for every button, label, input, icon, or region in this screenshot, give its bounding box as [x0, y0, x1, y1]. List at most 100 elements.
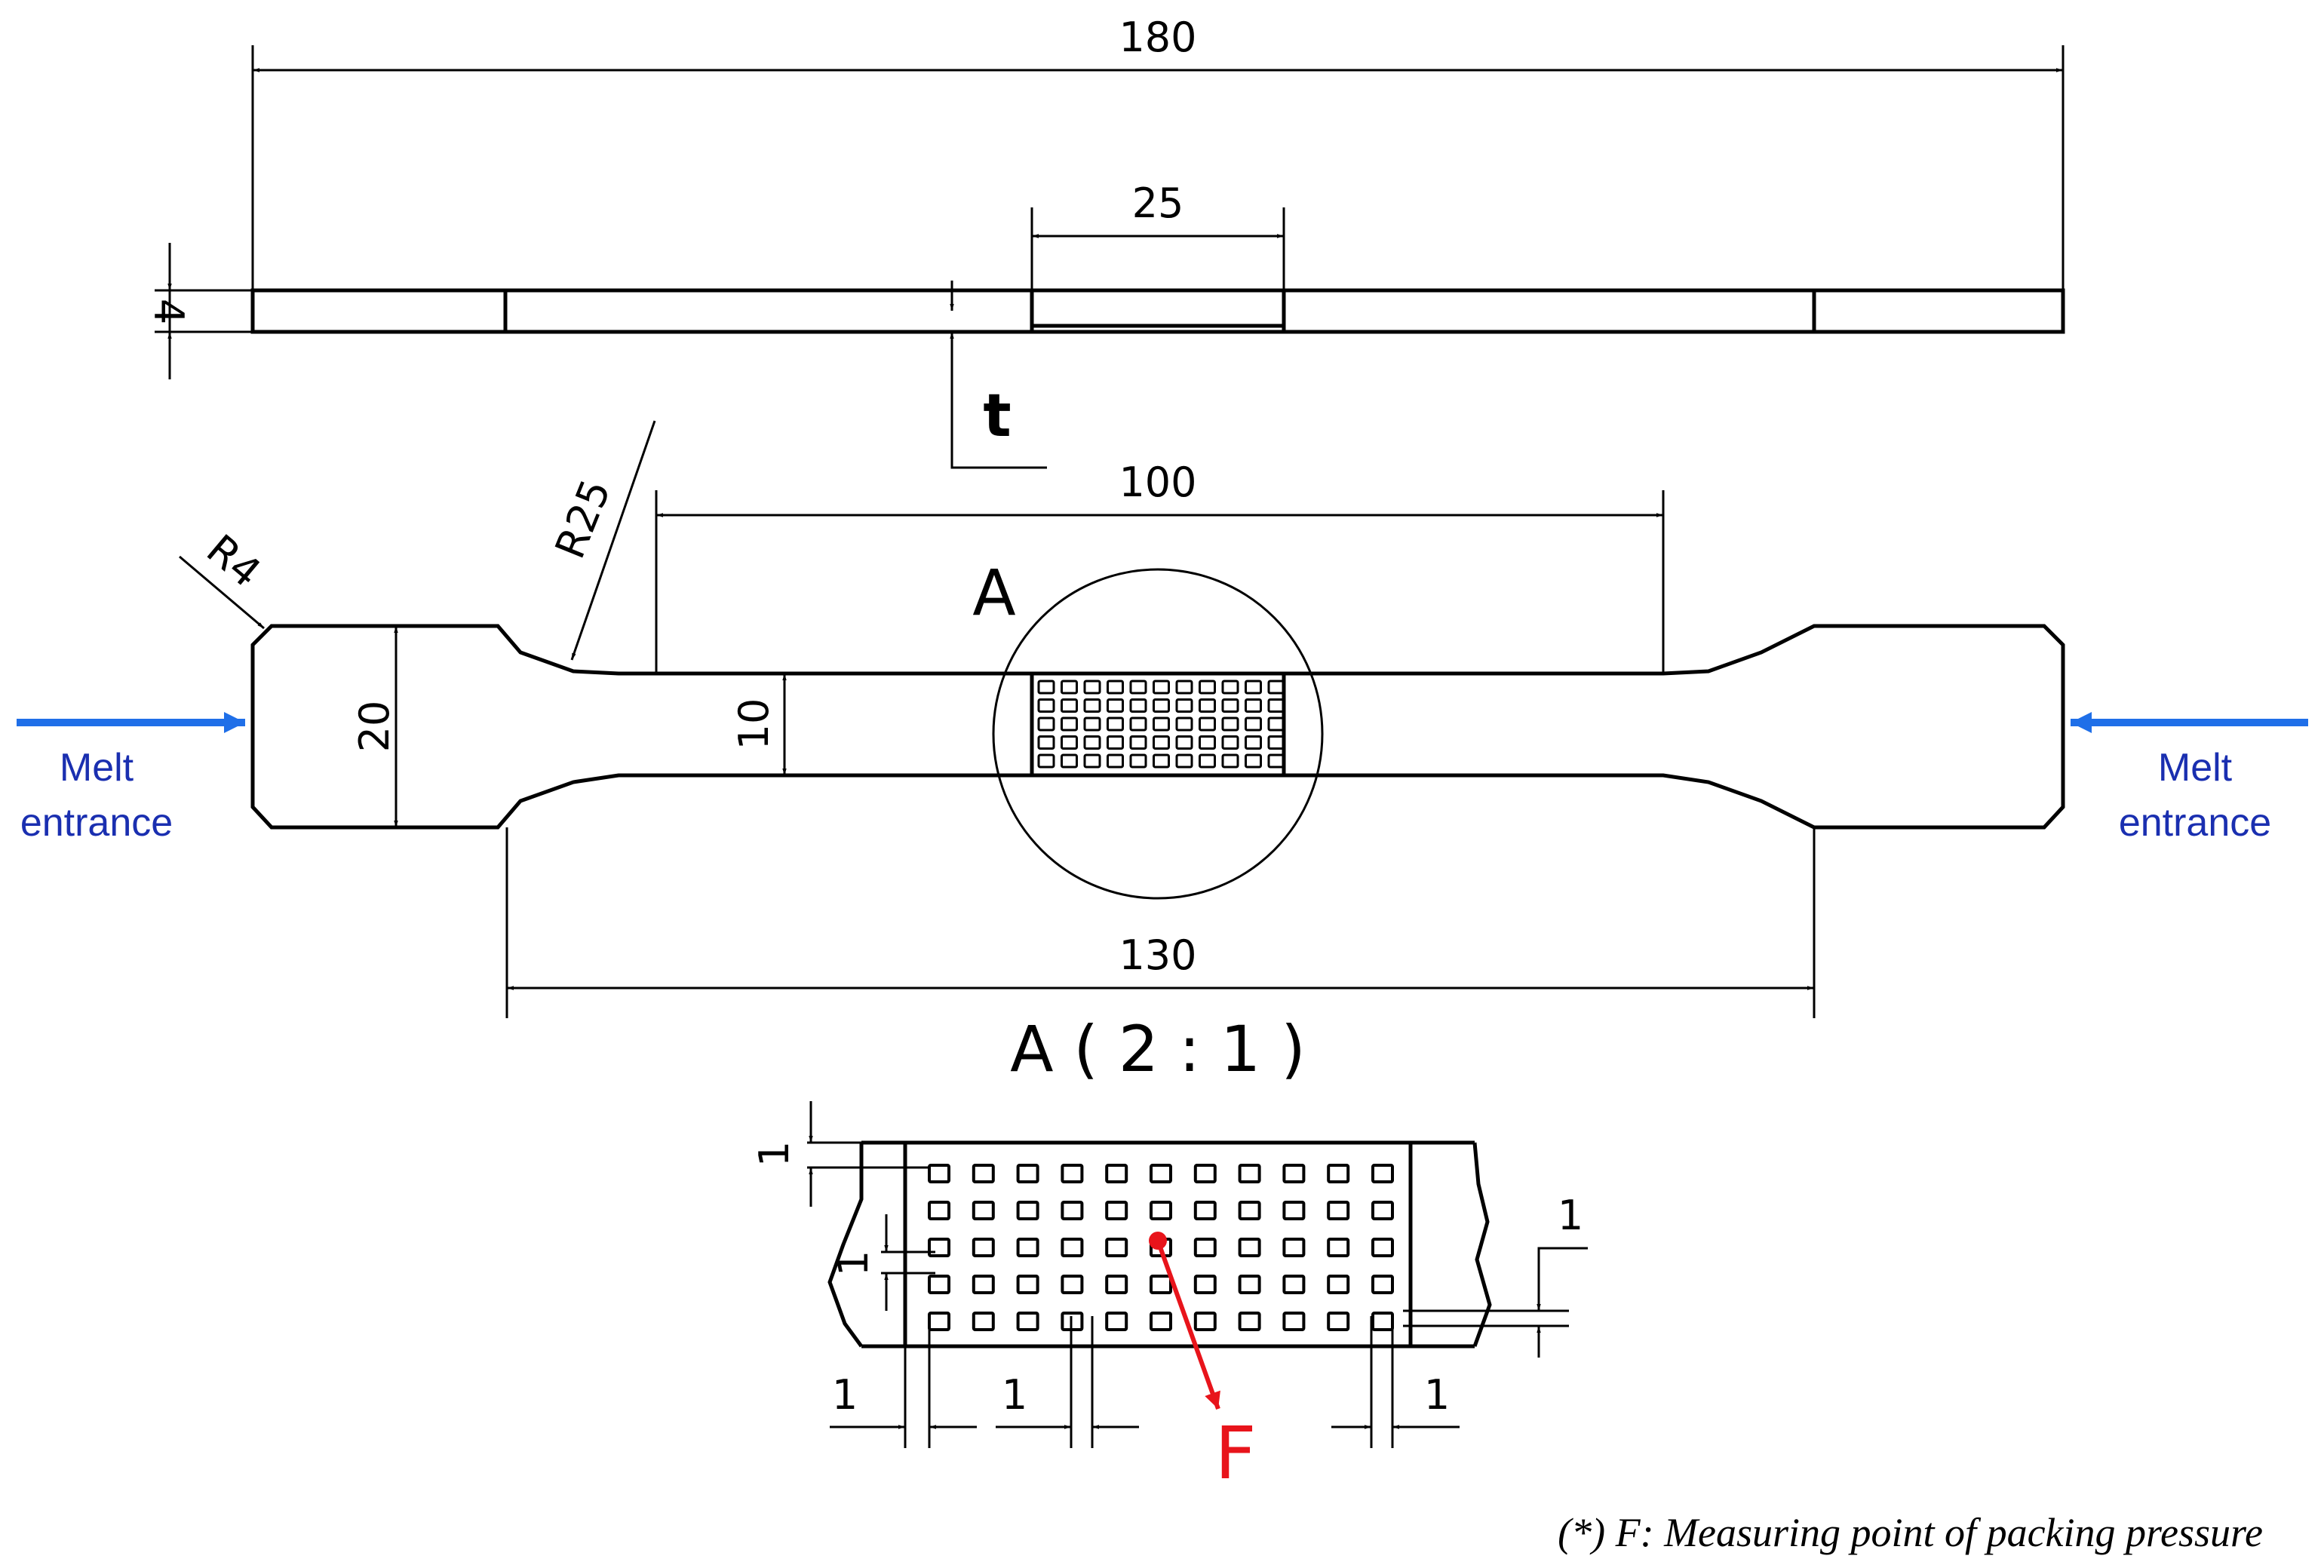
- cavity-cell: [1016, 1275, 1039, 1294]
- cavity-cell: [1037, 680, 1055, 695]
- cavity-cell: [1193, 1201, 1217, 1220]
- cavity-cell: [1129, 735, 1147, 750]
- detail-title: A ( 2 : 1 ): [1010, 1012, 1306, 1086]
- cavity-cell: [1221, 698, 1239, 713]
- cavity-cell: [1107, 716, 1124, 732]
- detail-dim-top: 1: [751, 1141, 798, 1167]
- cavity-cell: [1238, 1164, 1261, 1183]
- cavity-cell: [1105, 1312, 1128, 1331]
- cavity-cell: [1129, 716, 1147, 732]
- cavity-cell: [1175, 735, 1193, 750]
- cavity-cell: [1199, 698, 1216, 713]
- cavity-cell: [1107, 680, 1124, 695]
- cavity-cell: [1083, 735, 1101, 750]
- melt-left-line1: Melt: [60, 746, 134, 790]
- cavity-cell: [1267, 698, 1285, 713]
- cavity-cell: [1282, 1312, 1306, 1331]
- side-view: 180 25 4 t: [145, 14, 2065, 469]
- cavity-cell: [1282, 1275, 1306, 1294]
- cavity-cell: [1175, 698, 1193, 713]
- cavity-cell: [1238, 1201, 1261, 1220]
- dim-grip-width: 20: [351, 701, 398, 753]
- cavity-cell: [1061, 1164, 1084, 1183]
- cavity-cell: [1221, 716, 1239, 732]
- cavity-cell: [1371, 1164, 1394, 1183]
- cavity-cell: [1193, 1164, 1217, 1183]
- cavity-cell: [1129, 680, 1147, 695]
- detail-view: 1 1 1 1 1 1 F: [751, 1101, 1588, 1496]
- cavity-cell: [1016, 1238, 1039, 1257]
- cavity-cell: [1107, 735, 1124, 750]
- cavity-cell: [1150, 1201, 1172, 1220]
- cavity-cell: [1175, 753, 1193, 769]
- cavity-cell: [1238, 1238, 1261, 1257]
- cavity-cell: [1083, 716, 1101, 732]
- cavity-cell: [1221, 753, 1239, 769]
- cavity-cell: [1282, 1201, 1306, 1220]
- cavity-cell: [1061, 1201, 1084, 1220]
- cavity-cell: [1083, 680, 1101, 695]
- cavity-cell: [1037, 698, 1055, 713]
- cavity-cell: [1037, 716, 1055, 732]
- cavity-cell: [928, 1201, 950, 1220]
- cavity-cell: [1267, 680, 1285, 695]
- cavity-cell: [1371, 1201, 1394, 1220]
- cavity-cell: [972, 1201, 995, 1220]
- dim-gauge-length: 100: [1119, 459, 1196, 506]
- cavity-cell: [928, 1275, 950, 1294]
- cavity-cell: [928, 1164, 950, 1183]
- dim-gauge-window: 25: [1132, 180, 1184, 227]
- cavity-cell: [1061, 1238, 1084, 1257]
- cavity-cell: [1016, 1201, 1039, 1220]
- cavity-cell: [1193, 1275, 1217, 1294]
- cavity-cell: [1282, 1164, 1306, 1183]
- dim-overall-length: 180: [1119, 14, 1196, 61]
- detail-dim-right: 1: [1558, 1192, 1583, 1239]
- cavity-cell: [1061, 698, 1078, 713]
- cavity-cell: [1245, 735, 1262, 750]
- cavity-cell: [1083, 753, 1101, 769]
- cavity-cell: [1327, 1238, 1350, 1257]
- detail-cavity-grid: [928, 1164, 1394, 1331]
- thickness-symbol: t: [983, 382, 1011, 450]
- cavity-cell: [1153, 680, 1170, 695]
- cavity-cell: [1221, 735, 1239, 750]
- side-view-outline: [250, 288, 2065, 334]
- cavity-cell: [928, 1312, 950, 1331]
- cavity-cell: [1245, 753, 1262, 769]
- cavity-cell: [1199, 753, 1216, 769]
- dim-corner-radius: R4: [198, 526, 270, 597]
- detail-dim-row: 1: [830, 1250, 877, 1276]
- cavity-cell: [1327, 1201, 1350, 1220]
- mini-cavity-grid: [1037, 680, 1285, 769]
- cavity-cell: [1327, 1275, 1350, 1294]
- cavity-cell: [1238, 1312, 1261, 1331]
- cavity-cell: [1105, 1201, 1128, 1220]
- detail-dim-bottom-right: 1: [1424, 1371, 1450, 1419]
- cavity-cell: [1282, 1238, 1306, 1257]
- cavity-cell: [1105, 1275, 1128, 1294]
- cavity-cell: [972, 1164, 995, 1183]
- melt-right-line1: Melt: [2158, 746, 2233, 790]
- cavity-cell: [972, 1312, 995, 1331]
- cavity-cell: [1175, 716, 1193, 732]
- cavity-cell: [1037, 753, 1055, 769]
- cavity-cell: [1193, 1312, 1217, 1331]
- cavity-cell: [1245, 680, 1262, 695]
- cavity-cell: [1245, 698, 1262, 713]
- cavity-cell: [1107, 753, 1124, 769]
- cavity-cell: [1107, 698, 1124, 713]
- cavity-cell: [1245, 716, 1262, 732]
- cavity-cell: [1061, 716, 1078, 732]
- cavity-cell: [1221, 680, 1239, 695]
- cavity-cell: [1327, 1312, 1350, 1331]
- cavity-cell: [1150, 1275, 1172, 1294]
- cavity-cell: [1238, 1275, 1261, 1294]
- top-view: A 100 130 20 10 R25 R4 Melt entrance Mel…: [17, 420, 2308, 1018]
- cavity-cell: [1267, 735, 1285, 750]
- measuring-point-label: F: [1214, 1411, 1256, 1496]
- cavity-cell: [1153, 698, 1170, 713]
- cavity-cell: [1199, 680, 1216, 695]
- cavity-cell: [972, 1275, 995, 1294]
